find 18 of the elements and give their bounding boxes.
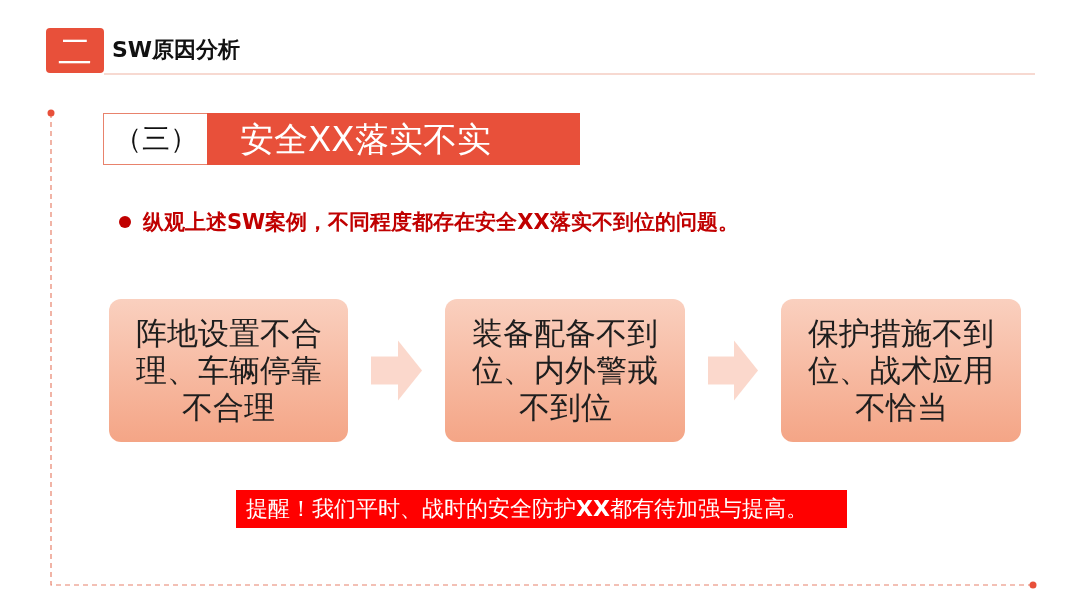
block-arrow [708, 340, 758, 401]
cause-text: 阵地设置不合理、车辆停靠不合理 [134, 315, 323, 426]
cause-text: 保护措施不到位、战术应用不恰当 [807, 315, 995, 426]
number-tile [46, 28, 104, 73]
subsection-title: 安全XX落实不实 [240, 122, 491, 156]
number-box [103, 113, 207, 165]
bullet-text: 纵观上述SW案例，不同程度都存在安全XX落实不到位的问题。 [143, 209, 739, 236]
page-title: SW原因分析 [112, 36, 241, 64]
cause-box [445, 299, 685, 442]
reminder-text: 提醒！我们平时、战时的安全防护XX都有待加强与提高。 [246, 495, 808, 523]
cause-text: 装备配备不到位、内外警戒不到位 [471, 315, 659, 426]
cause-box [781, 299, 1021, 442]
cause-box [109, 299, 348, 442]
title-band [207, 113, 580, 165]
subsection-number: （三） [113, 125, 198, 153]
reminder-banner [236, 490, 847, 528]
block-arrow [371, 340, 422, 401]
section-number: 二 [58, 33, 92, 68]
